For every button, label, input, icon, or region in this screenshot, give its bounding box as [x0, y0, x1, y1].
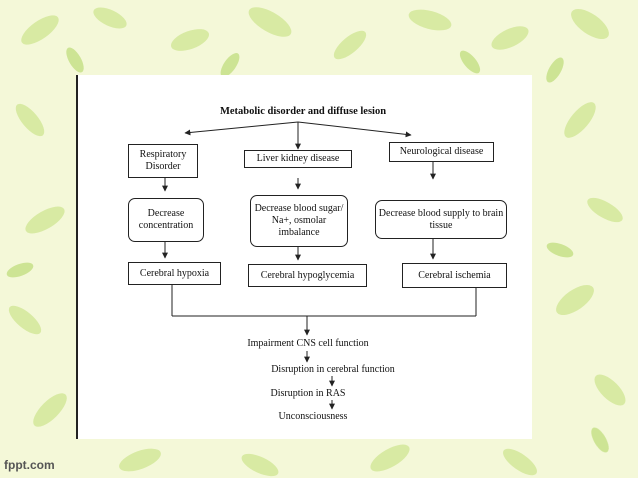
- node-cerebral-hypoglycemia: Cerebral hypoglycemia: [248, 264, 367, 287]
- node-decrease-blood-sugar: Decrease blood sugar/ Na+, osmolar imbal…: [250, 195, 348, 247]
- node-unconsciousness: Unconsciousness: [278, 411, 348, 422]
- node-decrease-concentration: Decrease concentration: [128, 198, 204, 242]
- node-decrease-blood-supply: Decrease blood supply to brain tissue: [375, 200, 507, 239]
- slide-panel: Metabolic disorder and diffuse lesion Re…: [76, 75, 532, 439]
- node-disruption-ras: Disruption in RAS: [270, 388, 346, 399]
- node-liver-kidney-disease: Liver kidney disease: [244, 150, 352, 168]
- node-disruption-cerebral: Disruption in cerebral function: [271, 364, 395, 375]
- node-cerebral-ischemia: Cerebral ischemia: [402, 263, 507, 288]
- diagram-title: Metabolic disorder and diffuse lesion: [219, 105, 387, 117]
- node-neurological-disease: Neurological disease: [389, 142, 494, 162]
- node-cerebral-hypoxia: Cerebral hypoxia: [128, 262, 221, 285]
- node-impairment-cns: Impairment CNS cell function: [247, 338, 369, 349]
- flowchart-connectors: [162, 121, 477, 410]
- fppt-watermark: fppt.com: [4, 458, 55, 472]
- node-respiratory-disorder: Respiratory Disorder: [128, 144, 198, 178]
